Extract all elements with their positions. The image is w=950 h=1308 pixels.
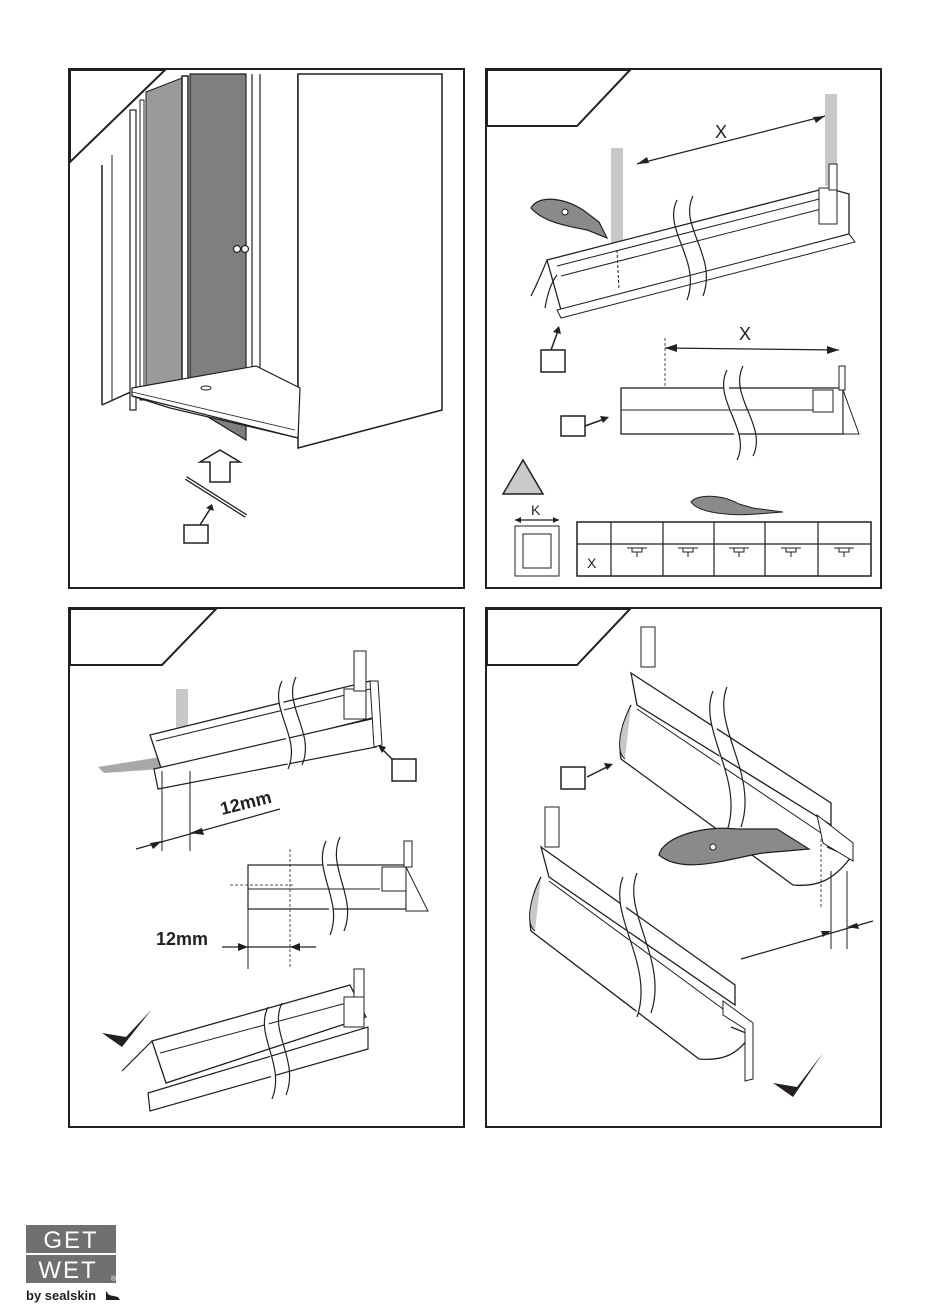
logo-line1: GET [43, 1227, 98, 1254]
logo-line2: WET [38, 1257, 97, 1284]
marking-tape-left [611, 148, 623, 248]
dimension-line-x [637, 116, 825, 164]
step-panel-2: X X [485, 68, 882, 589]
offset-illustration: 12mm 12mm [70, 609, 465, 1128]
utility-knife-icon [531, 199, 607, 238]
right-wall [298, 74, 442, 448]
utility-knife-small-icon [691, 496, 783, 514]
dimension-x-label: X [715, 122, 727, 142]
logo-tagline: by sealskin [26, 1288, 96, 1303]
dimension-k-label: K [531, 502, 541, 518]
check-icon [102, 1009, 152, 1047]
part-callout-box [184, 525, 208, 543]
part-callout-box [561, 767, 585, 789]
fixed-glass-panel [146, 78, 182, 390]
cut-reference-table: X [577, 522, 871, 576]
cut-profile-illustration: X X [487, 70, 882, 589]
step-corner-tab [487, 609, 630, 665]
step-corner-tab [70, 609, 216, 665]
step-panel-4 [485, 607, 882, 1128]
step-panel-3: 12mm 12mm [68, 607, 465, 1128]
part-callout-box [392, 759, 416, 781]
dimension-x-bottom-label: X [739, 324, 751, 344]
part-callout-box [541, 350, 565, 372]
seal-strip [186, 478, 246, 516]
shower-door-illustration [70, 70, 465, 589]
step-corner-tab [487, 70, 630, 126]
table-row-label: X [587, 555, 597, 571]
step-panel-1 [68, 68, 465, 589]
measure-12mm-bottom: 12mm [156, 929, 208, 949]
dimension-line-x-bottom [665, 348, 839, 350]
getwet-logo-icon: GET WET ® by sealskin [26, 1225, 126, 1303]
part-callout-box [561, 416, 585, 436]
check-icon [773, 1053, 823, 1097]
up-arrow-icon [200, 450, 240, 482]
door-handle [234, 246, 241, 253]
end-cap [641, 627, 655, 667]
warning-triangle-icon [503, 460, 543, 494]
end-cap [545, 807, 559, 847]
trim-channel-illustration [487, 609, 882, 1128]
profile-front [621, 388, 843, 434]
brand-logo: GET WET ® by sealskin [26, 1225, 126, 1303]
logo-registered: ® [111, 1275, 117, 1283]
measure-12mm-top: 12mm [218, 787, 273, 819]
